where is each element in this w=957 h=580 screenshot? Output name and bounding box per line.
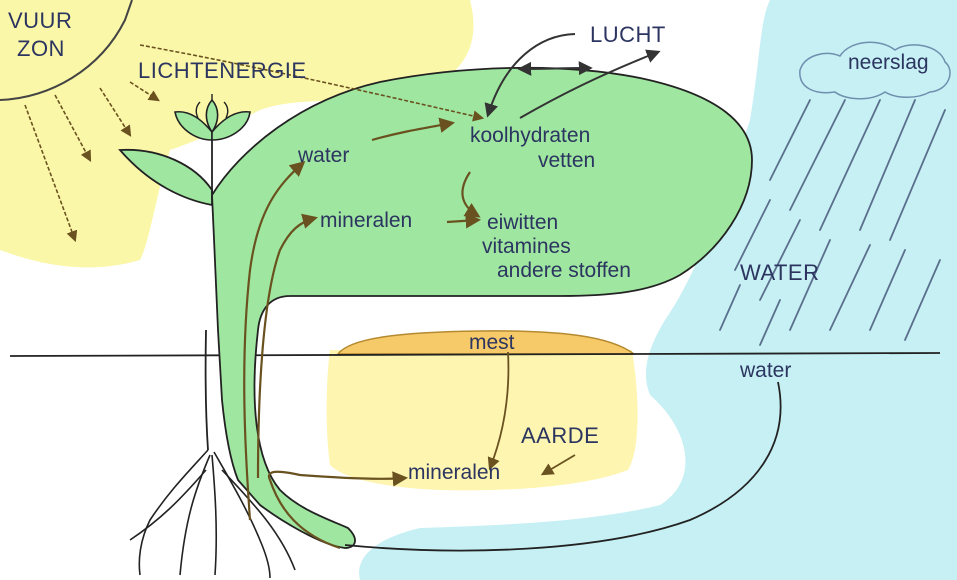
label-water-big: WATER: [740, 262, 820, 284]
label-vitamines: vitamines: [482, 236, 571, 257]
label-andere-stoffen: andere stoffen: [497, 260, 631, 281]
label-zon: ZON: [17, 38, 65, 60]
label-vuur: VUUR: [8, 10, 72, 32]
label-mineralen-leaf: mineralen: [320, 210, 412, 231]
label-water-leaf: water: [298, 145, 349, 166]
label-koolhydraten: koolhydraten: [470, 125, 590, 146]
stem-left-edge: [206, 330, 208, 450]
label-mineralen-soil: mineralen: [408, 462, 500, 483]
label-water-ground: water: [740, 360, 791, 381]
label-vetten: vetten: [538, 150, 595, 171]
label-aarde: AARDE: [521, 425, 599, 447]
label-mest: mest: [469, 332, 515, 353]
label-lichtenergie: LICHTENERGIE: [138, 60, 307, 82]
label-neerslag: neerslag: [848, 52, 929, 73]
label-lucht: LUCHT: [590, 24, 666, 46]
roots: [130, 450, 295, 578]
label-eiwitten: eiwitten: [487, 212, 558, 233]
